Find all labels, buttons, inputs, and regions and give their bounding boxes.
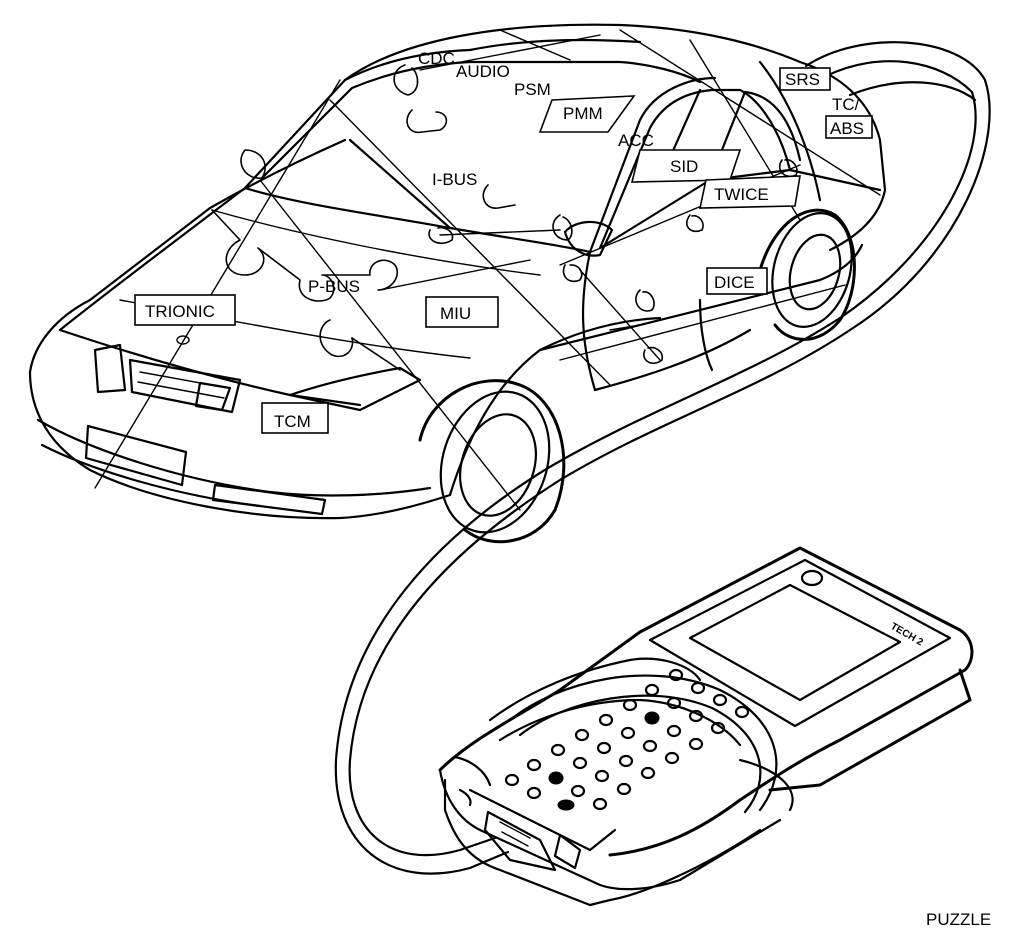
label-acc: ACC bbox=[618, 131, 654, 150]
box-pmm bbox=[538, 95, 636, 133]
car-outline bbox=[28, 23, 887, 544]
tool-keypad bbox=[504, 668, 750, 811]
trionic-marker bbox=[176, 335, 190, 345]
box-miu bbox=[425, 296, 499, 328]
label-psm: PSM bbox=[514, 80, 551, 99]
tool-logo-icon bbox=[800, 569, 824, 587]
label-cdc: CDC bbox=[418, 49, 455, 68]
box-dice bbox=[706, 267, 768, 295]
box-trionic bbox=[134, 294, 236, 326]
box-srs bbox=[779, 67, 831, 91]
tool-connector bbox=[483, 810, 557, 872]
label-srs: SRS bbox=[785, 70, 820, 89]
label-pmm: PMM bbox=[563, 104, 603, 123]
label-ibus: I-BUS bbox=[432, 170, 477, 189]
box-tc-abs bbox=[825, 115, 873, 139]
diagnostic-cable bbox=[334, 41, 991, 875]
label-twice: TWICE bbox=[714, 185, 769, 204]
figure-label: PUZZLE bbox=[926, 910, 991, 929]
label-trionic: TRIONIC bbox=[145, 302, 215, 321]
module-labels: CDC AUDIO PSM PMM SRS TC/ ABS ACC I-BUS … bbox=[134, 49, 873, 434]
label-pbus: P-BUS bbox=[308, 277, 360, 296]
tool-screen bbox=[688, 583, 902, 702]
label-miu: MIU bbox=[440, 304, 471, 323]
puzzle-pieces bbox=[211, 64, 798, 371]
label-tc-abs-line2: ABS bbox=[830, 119, 864, 138]
box-twice bbox=[699, 175, 801, 209]
label-tcm: TCM bbox=[274, 412, 311, 431]
label-tc-abs-line1: TC/ bbox=[832, 95, 860, 114]
box-tcm bbox=[261, 402, 329, 434]
label-sid: SID bbox=[670, 157, 698, 176]
diagnostic-tool: TECH 2 bbox=[438, 546, 974, 907]
label-audio: AUDIO bbox=[456, 62, 510, 81]
label-dice: DICE bbox=[714, 273, 755, 292]
